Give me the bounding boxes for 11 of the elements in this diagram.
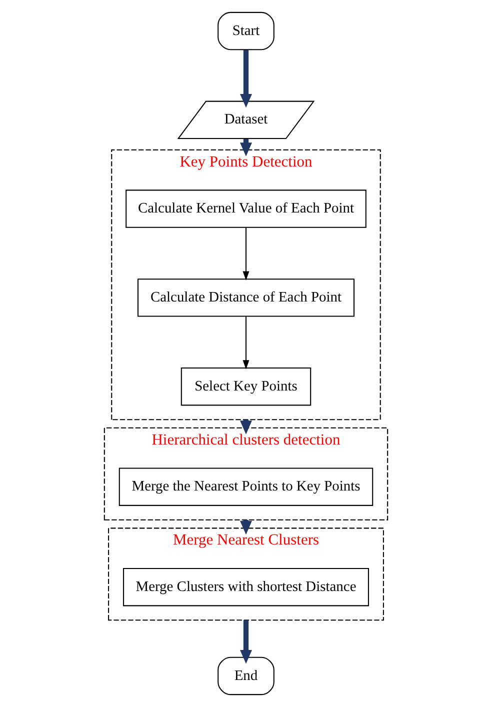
arrow [242, 228, 249, 281]
node-box: Calculate Distance of Each Point [136, 278, 354, 317]
node-box: Merge Clusters with shortest Distance [122, 568, 368, 606]
node-box: Start [217, 12, 274, 50]
node-box: Merge the Nearest Points to Key Points [118, 468, 373, 506]
node-box: Select Key Points [180, 367, 311, 406]
arrow [240, 620, 252, 664]
arrow [240, 50, 252, 108]
arrow [242, 316, 249, 370]
node-box: End [217, 656, 274, 696]
node-box: Calculate Kernel Value of Each Point [125, 190, 366, 228]
